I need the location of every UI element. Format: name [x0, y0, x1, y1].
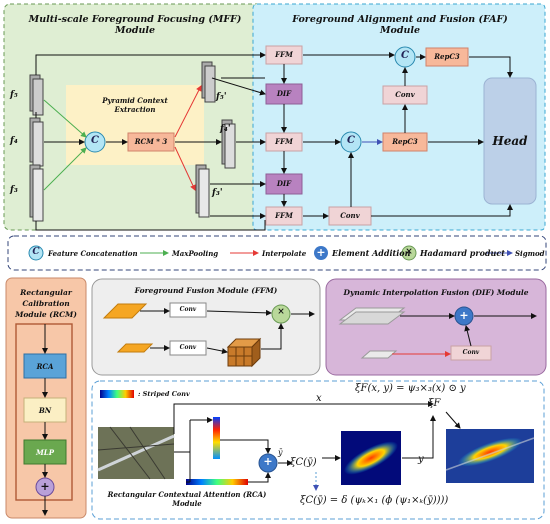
ffm-conv2-label: Conv [179, 344, 197, 351]
ffm3-box [265, 206, 303, 226]
f5p-stack [201, 61, 216, 103]
f3p-label: f₃' [212, 188, 223, 198]
mff-concat-label: C [91, 135, 99, 146]
repc3-top-label: RepC3 [434, 52, 460, 61]
f4-label: f₄ [10, 136, 18, 146]
faf-title: Foreground Alignment and Fusion (FAF)Mod… [292, 14, 508, 36]
x-label: x [316, 393, 322, 404]
legend-hadamard-icon: × [405, 247, 413, 257]
f5p-label: f₅' [216, 92, 227, 102]
legend-concat-icon: C [32, 247, 40, 257]
ffm-panel-title: Foreground Fusion Module (FFM) [134, 286, 278, 295]
faf-concat-top-label: C [401, 50, 409, 61]
striped-conv-label: : Striped Conv [138, 390, 190, 398]
rca-add-label: + [263, 455, 273, 468]
f4p-stack [221, 119, 236, 169]
legend-box [7, 235, 547, 271]
dif-conv-label: Conv [462, 349, 480, 356]
dif-add-label: + [459, 309, 469, 322]
xic-node-label: ξC(ȳ) [290, 457, 317, 468]
f5-stack [29, 74, 44, 116]
legend-add: Element Addition [332, 248, 411, 258]
mff-concat-node [84, 131, 106, 153]
f3p-stack [195, 164, 210, 218]
rcm3-label: RCM * 3 [134, 137, 168, 146]
f5-label: f₅ [10, 90, 18, 100]
head-label: Head [492, 134, 528, 148]
input-photo [97, 426, 175, 480]
rca-add-node [258, 453, 278, 473]
mff-title: Multi-scale Foreground Focusing (MFF)Mod… [28, 14, 242, 36]
rca-caption: Rectangular Contextual Attention (RCA)Mo… [107, 490, 267, 508]
legend-maxpool: MaxPooling [172, 249, 219, 258]
faf-concat-mid-label: C [347, 135, 355, 146]
mlp-label: MLP [36, 448, 54, 457]
ffm-conv1-label: Conv [179, 306, 197, 313]
f4p-label: f₄' [220, 124, 231, 134]
legend-concat: Feature Concatenation [48, 249, 138, 258]
rca-block [23, 353, 67, 379]
dif1-label: DIF [276, 89, 292, 98]
legend-sigmod: Sigmod [515, 249, 545, 258]
faf-region [252, 3, 546, 231]
ffm-mul-label: × [277, 307, 285, 317]
legend-hadamard: Hadamard product [420, 248, 505, 258]
ybar-label: ȳ [278, 448, 283, 457]
ffm1-label: FFM [275, 50, 293, 59]
ffm2-label: FFM [275, 137, 293, 146]
output-photo [445, 429, 535, 483]
repc3-mid-label: RepC3 [392, 137, 418, 146]
conv-mid-label: Conv [395, 90, 415, 99]
rcm3-box [127, 132, 175, 152]
rcm-add-label: + [40, 480, 50, 493]
xif-node-label: ξF [428, 398, 441, 409]
bn-block [23, 397, 67, 423]
repc3-top-box [425, 47, 469, 67]
legend-interp: Interpolate [262, 249, 307, 258]
dif-panel-title: Dynamic Interpolation Fusion (DIF) Modul… [343, 288, 529, 297]
striped-conv-swatch [100, 390, 134, 398]
y-label: y [418, 454, 424, 465]
ffm-cube [226, 337, 262, 368]
xic-equation: ξC(ȳ) = δ (ψₖ×₁ (ϕ (ψ₁×ₖ(ȳ)))) [300, 495, 449, 506]
conv-bottom-label: Conv [340, 211, 360, 220]
xif-equation: ξF(x, y) = ψ₃×₃(x) ⊙ y [355, 383, 466, 394]
vertical-stripe [213, 417, 220, 459]
legend-add-icon: + [316, 246, 326, 259]
f3-stack [29, 164, 44, 222]
bn-label: BN [38, 406, 52, 415]
horizontal-stripe [186, 479, 248, 485]
f3-label: f₃ [10, 185, 18, 195]
f4-stack [29, 117, 44, 167]
ffm3-label: FFM [275, 211, 293, 220]
ffm-panel [91, 278, 321, 376]
rca-label: RCA [36, 362, 54, 371]
dif2-label: DIF [276, 179, 292, 188]
